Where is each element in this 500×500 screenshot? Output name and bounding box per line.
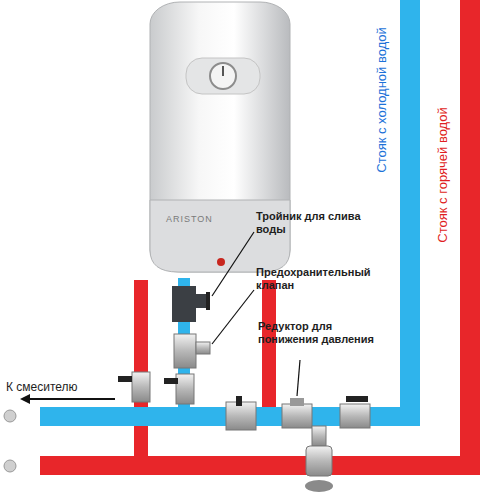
callout-label: Редуктор для понижения давления	[258, 320, 382, 346]
riser-label: Стояк с холодной водой	[374, 27, 389, 173]
riser-label: Стояк с горячей водой	[435, 107, 450, 242]
callout-label: Предохранительный клапан	[256, 266, 368, 292]
pipe-label: К смесителю	[6, 381, 78, 394]
callout-label: Тройник для слива воды	[256, 210, 368, 236]
brand-logo: ARISTON	[166, 214, 213, 224]
